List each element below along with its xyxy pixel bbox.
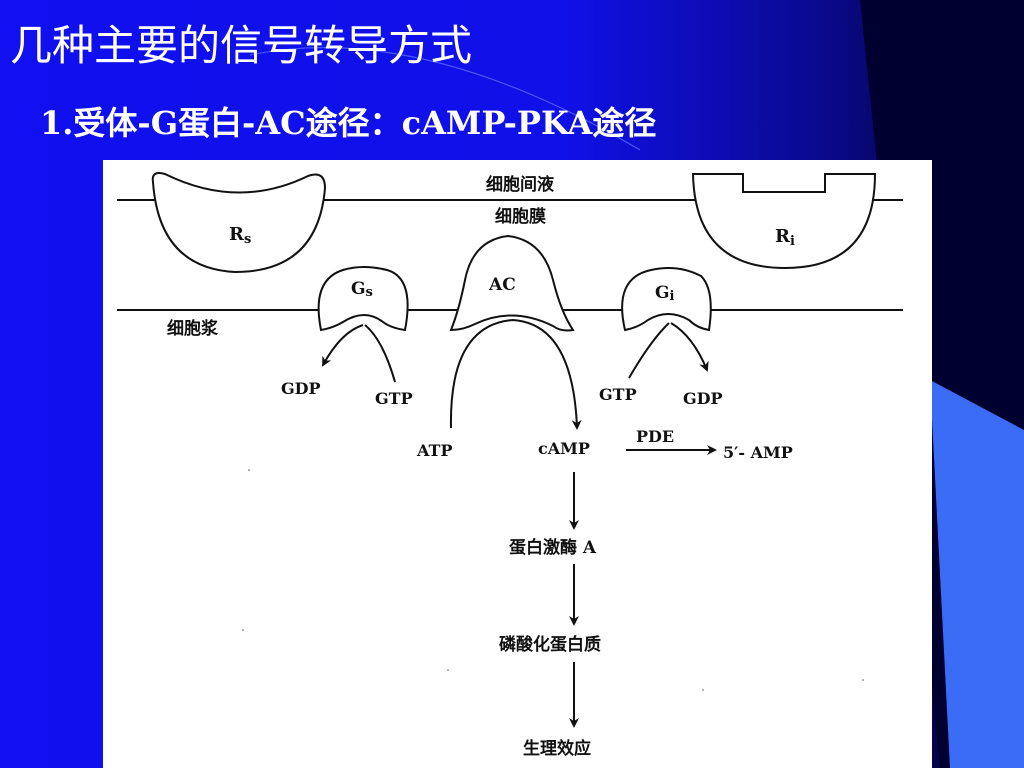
gdp-left-label: GDP xyxy=(281,379,321,398)
gi-gdp-arrow xyxy=(670,322,709,372)
ac-enzyme-shape xyxy=(449,234,575,332)
gi-protein-label: Gi xyxy=(655,283,675,304)
gs-protein-label: Gs xyxy=(351,279,373,300)
gs-gtp-line xyxy=(364,324,396,383)
pde-label: PDE xyxy=(636,427,674,446)
effect-label: 生理效应 xyxy=(523,738,591,759)
scan-speck xyxy=(242,629,244,631)
pka-label: 蛋白激酶 A xyxy=(509,537,597,558)
gs-protein-shape xyxy=(317,266,409,332)
cytoplasm-label: 细胞浆 xyxy=(167,318,219,339)
extracellular-label: 细胞间液 xyxy=(486,174,554,195)
ri-receptor-label: Ri xyxy=(775,226,795,249)
gtp-left-label: GTP xyxy=(375,389,413,408)
gi-gtp-line xyxy=(628,322,670,379)
decorative-arc xyxy=(249,47,641,151)
gi-protein-shape xyxy=(621,267,712,332)
gtp-right-label: GTP xyxy=(599,385,637,404)
scan-speck xyxy=(862,679,864,681)
slide-title: 几种主要的信号转导方式 xyxy=(10,21,473,70)
scan-speck xyxy=(702,689,704,691)
amp-label: 5′- AMP xyxy=(723,443,793,462)
atp-to-camp-arrow xyxy=(449,318,582,430)
gdp-right-label: GDP xyxy=(683,389,723,408)
rs-receptor-label: Rs xyxy=(229,224,251,247)
phospho-label: 磷酸化蛋白质 xyxy=(499,634,601,655)
rs-receptor-shape xyxy=(151,172,327,274)
ri-receptor-shape xyxy=(691,173,877,270)
camp-label: cAMP xyxy=(538,439,590,458)
scan-speck xyxy=(447,669,449,671)
ac-enzyme-label: AC xyxy=(488,275,516,295)
atp-label: ATP xyxy=(416,441,452,460)
gs-gdp-arrow xyxy=(322,324,364,367)
signal-pathway-diagram: 细胞间液 细胞膜 细胞浆 Rs Ri Gs AC Gi GDP GTP xyxy=(103,160,932,768)
scan-speck xyxy=(248,469,250,471)
light-corner-shape xyxy=(930,380,1024,768)
slide-subtitle: 1.受体-G蛋白-AC途径：cAMP-PKA途径 xyxy=(40,104,657,142)
membrane-label: 细胞膜 xyxy=(495,206,546,227)
